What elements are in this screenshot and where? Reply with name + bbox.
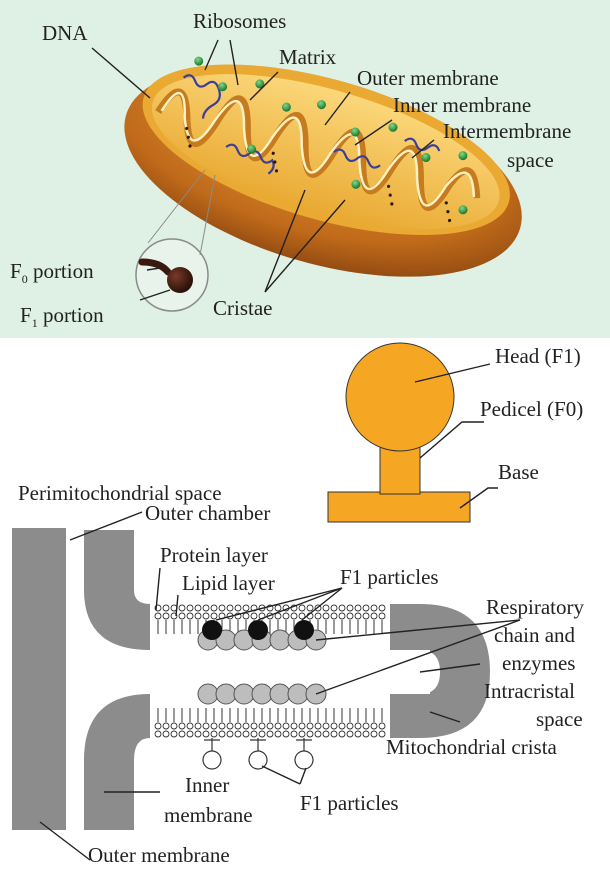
label-inner: Inner xyxy=(185,773,229,797)
label-outer-membrane-bottom: Outer membrane xyxy=(88,843,230,867)
crista-diagram: Perimitochondrial space Outer chamber Pr… xyxy=(12,481,584,867)
f1-particles-dark xyxy=(202,620,314,640)
f1-knob xyxy=(167,267,193,293)
label-dna: DNA xyxy=(42,21,88,45)
head-shape xyxy=(346,343,454,451)
label-intracristal-space: space xyxy=(536,707,583,731)
outer-membrane-bar xyxy=(12,528,66,830)
label-chain-and: chain and xyxy=(494,623,576,647)
label-respiratory: Respiratory xyxy=(486,595,584,619)
f1-particles-knobs xyxy=(203,738,313,769)
base-shape xyxy=(328,492,470,522)
label-f1-particles-top: F1 particles xyxy=(340,565,439,589)
mitochondrion-illustration: DNA Ribosomes Matrix Outer membrane Inne… xyxy=(0,0,610,338)
label-inner-membrane: Inner membrane xyxy=(393,93,531,117)
label-space: space xyxy=(507,148,554,172)
label-intermembrane: Intermembrane xyxy=(443,119,571,143)
label-mitochondrial-crista: Mitochondrial crista xyxy=(386,735,558,759)
label-ribosomes: Ribosomes xyxy=(193,9,286,33)
label-head-f1: Head (F1) xyxy=(495,344,581,368)
label-protein-layer: Protein layer xyxy=(160,543,268,567)
label-matrix: Matrix xyxy=(279,45,337,69)
oxysome-diagram: Head (F1) Pedicel (F0) Base xyxy=(328,343,583,522)
label-intracristal: Intracristal xyxy=(484,679,575,703)
label-enzymes: enzymes xyxy=(502,651,575,675)
label-cristae: Cristae xyxy=(213,296,272,320)
label-f1-particles-bottom: F1 particles xyxy=(300,791,399,815)
label-outer-chamber: Outer chamber xyxy=(145,501,270,525)
label-pedicel-f0: Pedicel (F0) xyxy=(480,397,583,421)
intracristal-space-shape xyxy=(395,658,438,686)
label-lipid-layer: Lipid layer xyxy=(182,571,275,595)
label-base: Base xyxy=(498,460,539,484)
label-outer-membrane: Outer membrane xyxy=(357,66,499,90)
label-inner-membrane: membrane xyxy=(164,803,253,827)
